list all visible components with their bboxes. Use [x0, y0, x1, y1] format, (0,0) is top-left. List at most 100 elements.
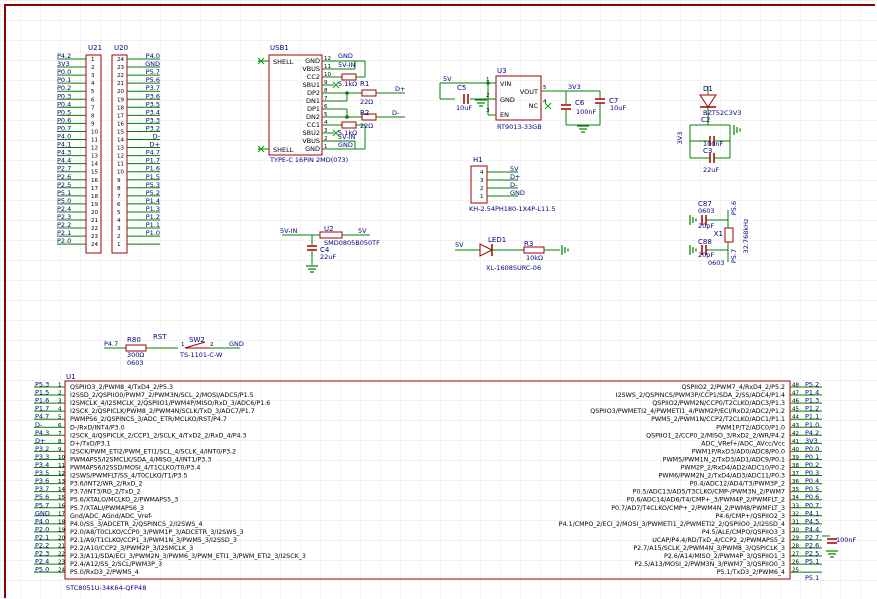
u1-net-left-19: P2.0	[35, 525, 49, 533]
u20-pin-4: 21	[117, 81, 124, 87]
u21-pin-19: 19	[91, 202, 98, 208]
u20-pin-16: 9	[117, 178, 121, 184]
usb-net-vin2: 5V-IN	[338, 133, 355, 141]
u1-pin-19: P2.0/A8/T0CLKO/CCP0_3/PWM1P_3/ADCETR_3/I…	[70, 529, 244, 536]
d1-value: BZT52C3V3	[703, 109, 741, 117]
u21-net-7: P0.4	[57, 100, 71, 108]
u1-pinnum-12: 12	[58, 471, 65, 477]
u1-pinnum-47: 47	[792, 391, 799, 397]
c6-value: 100nF	[576, 108, 597, 116]
u1-net-left-4: P1.7	[35, 405, 49, 413]
usb-net-dminus: D-	[392, 109, 400, 117]
u20-net-5: P3.7	[146, 84, 160, 92]
u1-net-left-23: P2.4	[35, 558, 49, 566]
u1-net-right-34: P0.6	[805, 493, 819, 501]
u1-net-right-46: P1.3	[805, 397, 819, 405]
u20-net-17: P5.3	[146, 181, 160, 189]
u1-net-left-8: D+	[35, 437, 45, 445]
usb-net-gnd: GND	[338, 52, 353, 60]
u20-pin-14: 11	[117, 162, 124, 168]
u20-pin-19: 6	[117, 202, 121, 208]
u3-pin-nc: NC	[529, 102, 539, 110]
u21-net-22: P2.2	[57, 221, 71, 229]
u20-pin-13: 12	[117, 154, 124, 160]
u1-pin-2: I2SSD_2/QSPIIO0/PWM7_2/PWM3N/SCL_2/MOSI/…	[70, 392, 254, 399]
u1-pin-36: P0.4/ADC12/AD4/T3/PWM3P_2	[690, 481, 785, 488]
usb-pin-sbu1: SBU1	[303, 81, 320, 89]
u3-pinnum: 2	[486, 93, 490, 99]
u1-net-right-45: P1.2	[805, 405, 819, 413]
u20-ref: U20	[114, 44, 128, 52]
u1-pin-12: I2SWS/PWMFLT/SS_4/T0CLKO/T1/P3.5	[70, 473, 188, 480]
u20-pin-2: 23	[117, 65, 124, 71]
u1-pinnum-43: 43	[792, 423, 799, 429]
u20-pin-8: 17	[117, 113, 124, 119]
usb-pin-dp2: DP2	[307, 89, 320, 97]
d1-ref: D1	[703, 85, 713, 93]
u20-pin-10: 15	[117, 129, 124, 135]
u20-net-7: P3.5	[146, 100, 160, 108]
u20-net-19: P1.4	[146, 197, 160, 205]
u1-pin-43: PWM1P/T2/ADC0/P1.0	[716, 424, 785, 431]
c87-ref: C87	[698, 200, 712, 208]
u1-pin-15: P5.6/XTALO/MCLKO_2/PWMAPS5_3	[70, 497, 178, 504]
u1-net-right-43: P1.0	[805, 421, 819, 429]
u3-pin-vin: VIN	[500, 80, 511, 88]
u1-pinnum-44: 44	[792, 415, 799, 421]
usb-shell-top: SHELL	[273, 58, 294, 66]
usb-shell-bot: SHELL	[273, 146, 294, 154]
ldo-net-in: 5V	[443, 75, 452, 83]
u1-pin-16: P5.7/XTALI/PWMAPS6_3	[70, 505, 144, 512]
u1-pinnum-7: 7	[58, 431, 62, 437]
u2-net-out: 5V	[358, 227, 367, 235]
u20-net-21: P1.2	[146, 213, 160, 221]
u1-net-right-30: P4.4	[805, 525, 819, 533]
u21-net-2: 3V3	[57, 60, 70, 68]
u1-pin-27: P2.6/A14/MISO_2/PWM4P_3/QSPIIO1_3	[664, 553, 785, 560]
u20-net-20: P1.3	[146, 205, 160, 213]
r2-body	[341, 121, 357, 129]
u3-body	[495, 75, 542, 121]
u21-net-23: P2.1	[57, 229, 71, 237]
u1-value: STC8051U-34K64-QFP48	[66, 584, 146, 592]
u1-net-right-44: P1.1	[805, 413, 819, 421]
led-ref: LED1	[488, 236, 506, 244]
xtal-net-bot: P5.7	[730, 249, 738, 263]
u1-pinnum-19: 19	[58, 527, 65, 533]
r80-pkg: 0603	[127, 359, 144, 367]
u21-ref: U21	[88, 44, 102, 52]
u1-pin-21: P2.2/A10/CCP2_3/PWM2P_3/I2SMCLK_3	[70, 545, 193, 552]
c7-ref: C7	[609, 97, 618, 105]
u1-pin-41: ADC_VRef+/ADC_AVcc/Vcc	[701, 440, 785, 447]
h1-net-4: GND	[510, 189, 525, 197]
u3-value: RT9013-33GB	[497, 123, 542, 131]
u1-pin-35: P0.5/ADC13/AD5/T3CLKO/CMP-/PWM3N_2/PWM7	[633, 489, 785, 496]
usb-pin-num: 2	[324, 136, 328, 142]
r1-ref: R1	[360, 80, 369, 88]
u20-pin-22: 3	[117, 226, 121, 232]
ldo-nc-x	[544, 102, 552, 110]
x1-body	[724, 227, 734, 243]
u21-pin-4: 4	[91, 81, 95, 87]
u1-pin-40: PWM1P/RxD3/AD0/ADC8/P0.0	[692, 448, 785, 455]
r1-value: 5.1kΩ	[338, 80, 357, 88]
u1-pinnum-25: 25	[792, 568, 799, 574]
u20-net-11: D-	[153, 133, 161, 141]
r80-value: 300Ω	[127, 351, 144, 359]
u3-pinnum: 1	[486, 77, 490, 83]
u1-pinnum-26: 26	[792, 560, 799, 566]
u1-net-right-29: P2.7	[805, 533, 819, 541]
u21-pin-9: 9	[91, 121, 95, 127]
u1-pin-34: P0.6/ADC14/AD6/T4/CMP+_3/PWM4P_2/PWMFLT_…	[627, 497, 785, 504]
usb-body	[268, 54, 323, 156]
u21-net-20: P2.4	[57, 205, 71, 213]
r3-value: 10kΩ	[526, 254, 543, 262]
u20-net-12: D+	[150, 141, 160, 149]
u20-pin-5: 20	[117, 89, 124, 95]
sw2-pin1: 1	[181, 342, 185, 348]
u1-pin-17: Gnd/ADC_AGnd/ADC_Vref-	[70, 513, 152, 520]
u1-net-left-15: P5.6	[35, 493, 49, 501]
u21-pin-5: 5	[91, 89, 95, 95]
h1-net-1: 5V	[510, 165, 519, 173]
